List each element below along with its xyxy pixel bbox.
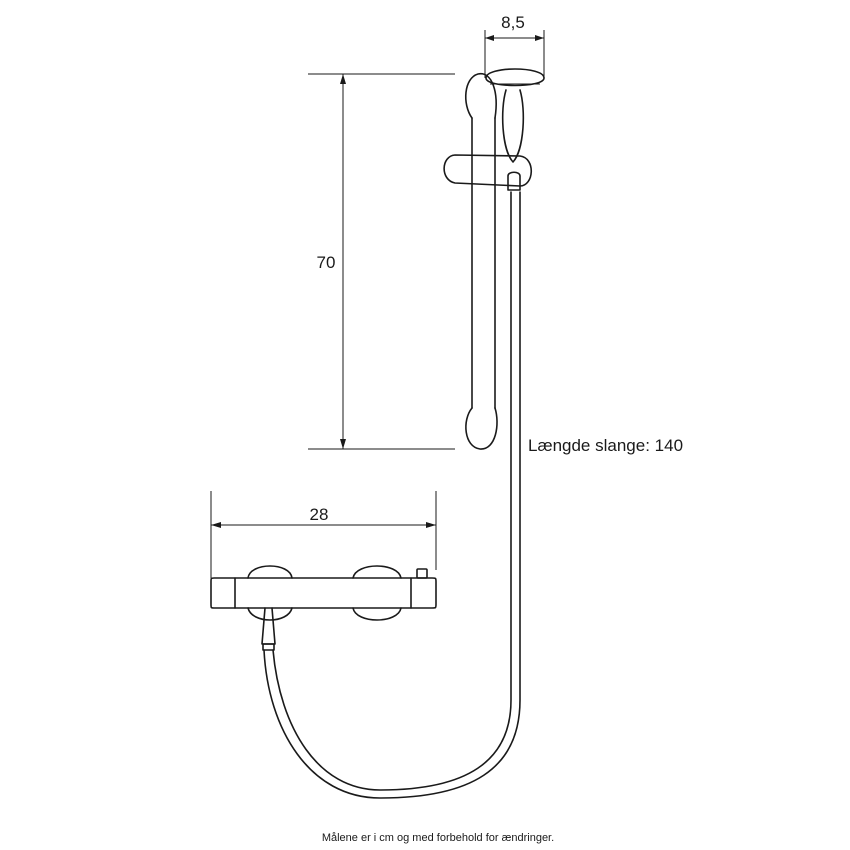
dimension-mixer-width: 28 bbox=[210, 491, 437, 578]
arrowhead-bottom bbox=[340, 439, 346, 449]
mixer-outlet bbox=[261, 607, 276, 645]
wall-mount-right bbox=[352, 565, 402, 579]
wall-mount-left-lower bbox=[247, 607, 293, 621]
slide-rail bbox=[465, 73, 498, 450]
dimension-rail-height: 70 bbox=[308, 73, 455, 450]
hose-connector bbox=[507, 171, 521, 191]
arrowhead-right bbox=[535, 35, 544, 41]
hand-shower bbox=[485, 68, 545, 191]
dimension-head-width: 8,5 bbox=[484, 13, 545, 78]
rail-top-cap bbox=[465, 73, 497, 119]
hose-inner bbox=[272, 191, 512, 791]
shower-handle bbox=[501, 89, 525, 163]
wall-mount-left bbox=[247, 565, 293, 579]
arrowhead-left bbox=[485, 35, 494, 41]
outlet-nut bbox=[262, 643, 275, 651]
rail-height-value: 70 bbox=[317, 253, 336, 272]
head-width-value: 8,5 bbox=[501, 13, 525, 32]
hose-length-label: Længde slange: 140 bbox=[528, 436, 683, 455]
rail-bottom-cap bbox=[465, 407, 498, 450]
shower-head bbox=[485, 68, 545, 87]
footnote: Målene er i cm og med forbehold for ændr… bbox=[322, 832, 554, 844]
slider-holder bbox=[443, 154, 533, 187]
mixer-body bbox=[210, 577, 437, 609]
safety-button bbox=[416, 568, 428, 579]
wall-mount-right-lower bbox=[352, 607, 402, 621]
hose-outer bbox=[263, 191, 521, 799]
arrowhead-right bbox=[426, 522, 436, 528]
arrowhead-left bbox=[211, 522, 221, 528]
mixer-width-value: 28 bbox=[310, 505, 329, 524]
thermostatic-mixer bbox=[210, 565, 437, 651]
shower-hose bbox=[263, 191, 521, 799]
arrowhead-top bbox=[340, 74, 346, 84]
